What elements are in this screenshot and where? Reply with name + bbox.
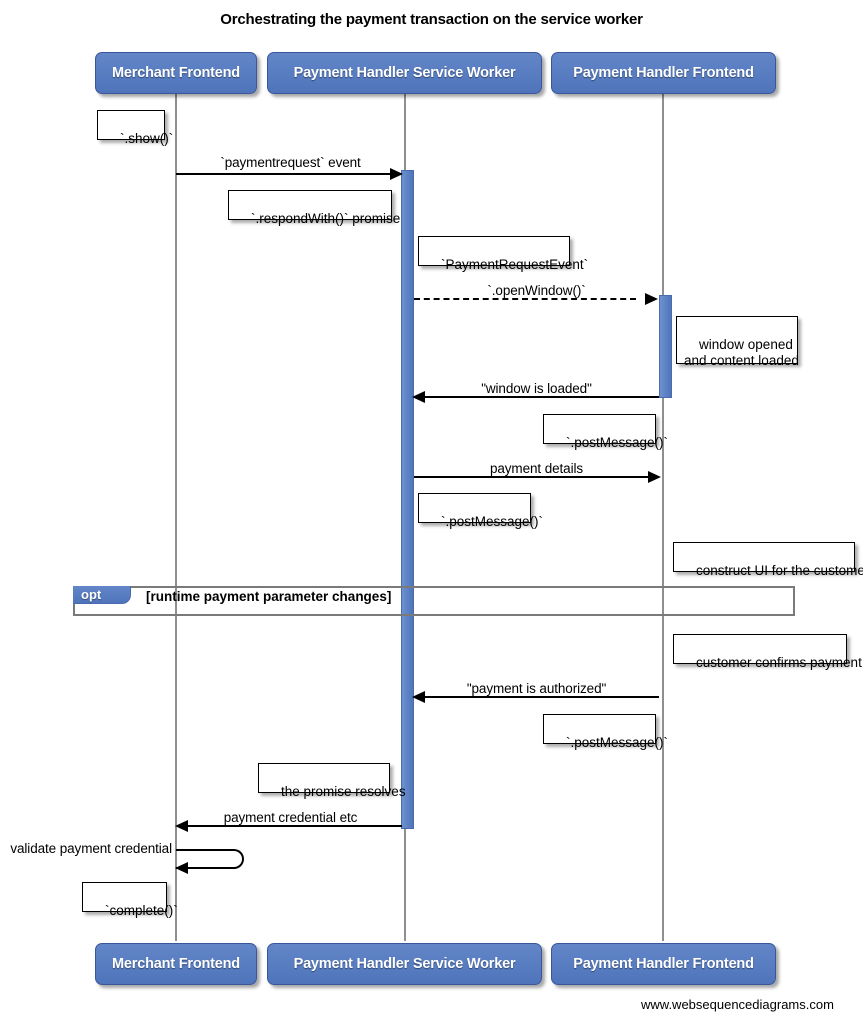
participant-label: Payment Handler Frontend — [573, 65, 754, 81]
note-window-opened: window opened and content loaded — [676, 316, 799, 368]
arrow-head-payment-credential-etc — [175, 820, 188, 832]
note-fold-icon — [642, 415, 655, 428]
participant-payment-handler-frontend-bottom[interactable]: Payment Handler Frontend — [551, 943, 776, 985]
message-line-payment-is-authorized — [425, 696, 659, 698]
note-postmessage-3: `.postMessage()` — [543, 714, 668, 750]
message-label-payment-credential-etc: payment credential etc — [223, 810, 358, 825]
self-loop-validate-payment-credential — [176, 849, 244, 869]
note-fold-icon — [556, 237, 569, 250]
note-text: `.postMessage()` — [566, 435, 669, 450]
note-construct-ui: construct UI for the customer — [673, 542, 863, 578]
note-text: `.respondWith()` promise — [251, 211, 401, 226]
note-fold-icon — [517, 494, 530, 507]
message-label-open-window: `.openWindow()` — [487, 283, 586, 298]
participant-payment-handler-service-worker-bottom[interactable]: Payment Handler Service Worker — [267, 943, 542, 985]
note-fold-icon — [378, 191, 391, 204]
message-label-validate-payment-credential: validate payment credential — [10, 841, 172, 856]
message-line-payment-details — [414, 476, 649, 478]
note-complete: `complete()` — [82, 882, 178, 918]
note-fold-icon — [376, 764, 389, 777]
note-text: customer confirms payment — [696, 655, 862, 670]
note-text: `complete()` — [105, 903, 178, 918]
participant-label: Payment Handler Service Worker — [293, 956, 516, 972]
participant-payment-handler-service-worker-top[interactable]: Payment Handler Service Worker — [267, 52, 542, 94]
activation-payment-handler-frontend — [659, 295, 672, 398]
arrow-head-open-window — [645, 293, 658, 305]
note-promise-resolves: the promise resolves — [258, 763, 406, 799]
note-show: `.show()` — [97, 110, 173, 146]
arrow-head-paymentrequest-event — [390, 168, 403, 180]
note-fold-icon — [841, 543, 854, 556]
arrow-head-window-is-loaded — [412, 391, 425, 403]
lifeline-merchant-frontend — [175, 94, 177, 941]
page-title: Orchestrating the payment transaction on… — [220, 11, 643, 28]
note-fold-icon — [642, 715, 655, 728]
note-respondwith-promise: `.respondWith()` promise — [228, 190, 400, 226]
participant-payment-handler-frontend-top[interactable]: Payment Handler Frontend — [551, 52, 776, 94]
arrow-head-payment-details — [648, 471, 661, 483]
note-fold-icon — [151, 111, 164, 124]
message-label-payment-details: payment details — [489, 461, 584, 476]
note-text: window opened and content loaded — [684, 337, 799, 368]
note-fold-icon — [833, 635, 846, 648]
message-line-open-window — [414, 298, 636, 300]
fragment-opt-tab: opt — [73, 586, 131, 604]
note-text: `PaymentRequestEvent` — [441, 257, 589, 272]
participant-label: Merchant Frontend — [112, 956, 240, 972]
message-label-window-is-loaded: "window is loaded" — [481, 381, 592, 396]
note-text: `.postMessage()` — [441, 514, 544, 529]
note-fold-icon — [784, 317, 797, 330]
participant-label: Payment Handler Service Worker — [293, 65, 516, 81]
note-postmessage-2: `.postMessage()` — [418, 493, 543, 529]
note-fold-icon — [153, 883, 166, 896]
note-postmessage-1: `.postMessage()` — [543, 414, 668, 450]
participant-label: Merchant Frontend — [112, 65, 240, 81]
arrow-head-payment-is-authorized — [412, 691, 425, 703]
message-line-window-is-loaded — [425, 396, 659, 398]
message-label-paymentrequest-event: `paymentrequest` event — [220, 155, 361, 170]
message-label-payment-is-authorized: "payment is authorized" — [466, 681, 607, 696]
message-line-paymentrequest-event — [176, 173, 392, 175]
lifeline-payment-handler-frontend — [662, 94, 664, 941]
activation-payment-handler-service-worker — [401, 170, 414, 829]
note-customer-confirms: customer confirms payment — [673, 634, 862, 670]
message-line-payment-credential-etc — [188, 825, 402, 827]
note-text: `.show()` — [120, 131, 174, 146]
note-text: construct UI for the customer — [696, 563, 863, 578]
participant-merchant-frontend-top[interactable]: Merchant Frontend — [95, 52, 257, 94]
fragment-kind-label: opt — [81, 587, 102, 602]
fragment-opt-condition: [runtime payment parameter changes] — [146, 589, 392, 604]
participant-label: Payment Handler Frontend — [573, 956, 754, 972]
footer-watermark: www.websequencediagrams.com — [641, 997, 834, 1012]
note-paymentrequestevent: `PaymentRequestEvent` — [418, 236, 588, 272]
participant-merchant-frontend-bottom[interactable]: Merchant Frontend — [95, 943, 257, 985]
note-text: `.postMessage()` — [566, 735, 669, 750]
note-text: the promise resolves — [281, 784, 406, 799]
arrow-head-validate-payment-credential — [175, 862, 188, 874]
